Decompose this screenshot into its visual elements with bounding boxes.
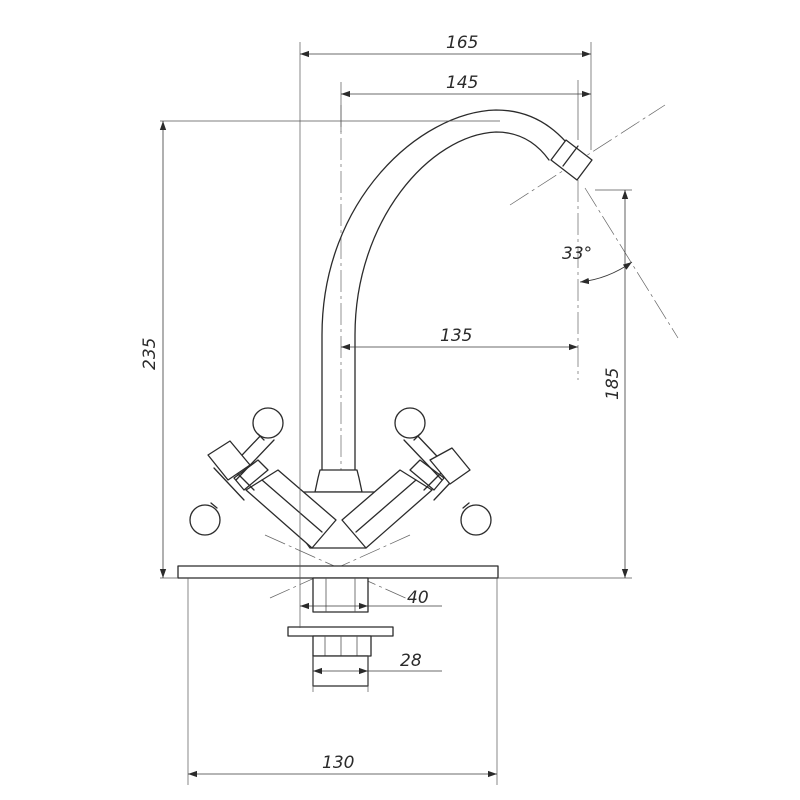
base-plate [177,565,499,579]
left-knob-lower [189,504,221,536]
mounting-shank [312,577,369,613]
washer [287,626,394,637]
right-knob-upper [394,407,426,439]
spout-collar [314,469,363,493]
spray-angle-line [584,187,679,339]
label-spray-angle: 33° [562,244,592,264]
label-spout-reach-mid: 135 [440,326,472,346]
dimension-labels: 165 145 135 33° 40 28 130 235 185 [140,33,623,773]
extension-lines [160,42,632,785]
right-knob-lower [460,504,492,536]
label-spout-reach-top: 145 [446,73,478,93]
right-handle [394,407,492,536]
label-nut-diameter: 28 [400,651,422,671]
right-valve [341,459,445,549]
dim-arc-spray-angle [579,261,633,285]
spout-outer-edge [321,109,567,471]
label-overall-height: 235 [140,338,160,370]
left-handle [189,407,284,536]
aerator [550,139,593,181]
left-valve [233,459,337,549]
label-base-width: 130 [322,753,354,773]
label-outlet-height: 185 [603,368,623,400]
faucet-outline [177,109,593,687]
dimension-lines [159,50,633,778]
spout-inner-edge [354,131,550,471]
left-knob-upper [252,407,284,439]
label-overall-reach: 165 [446,33,478,53]
mounting-nut [312,635,372,657]
aerator-axis-line [509,104,666,206]
label-shank-diameter: 40 [407,588,429,608]
